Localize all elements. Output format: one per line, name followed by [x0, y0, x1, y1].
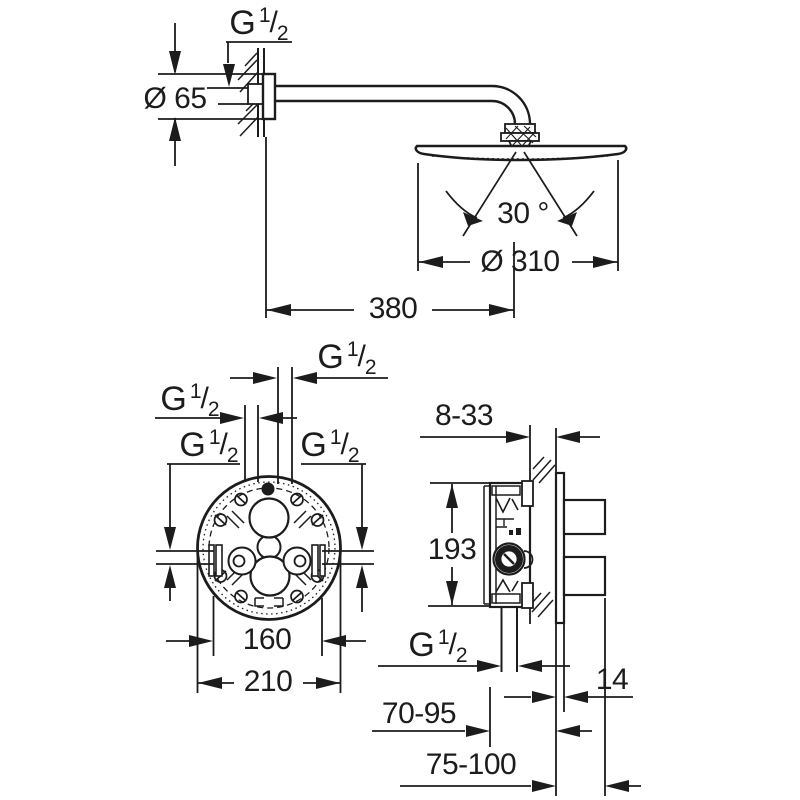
trim-dimensions [155, 367, 388, 693]
dim-trim-diameter: 210 [243, 665, 293, 698]
valve-dimensions [372, 428, 641, 796]
shower-dimensions [158, 23, 619, 318]
dim-min-depth-range: 70-95 [381, 697, 457, 730]
dim-arm-projection: 380 [368, 292, 418, 325]
dim-flange-diameter: Ø 65 [143, 82, 207, 115]
trim-front-view [196, 475, 342, 621]
dim-head-diameter: Ø 310 [480, 245, 560, 278]
valve-side-view [483, 425, 607, 672]
dim-plate-thickness: 14 [595, 663, 629, 696]
dim-port-spacing: 160 [242, 623, 292, 656]
dim-spray-angle: 30 ° [497, 197, 549, 230]
shower-arm-view [207, 48, 628, 237]
dim-wall-adjustment: 8-33 [434, 399, 494, 432]
dim-body-height: 193 [427, 533, 477, 566]
dim-max-depth-range: 75-100 [425, 748, 517, 781]
